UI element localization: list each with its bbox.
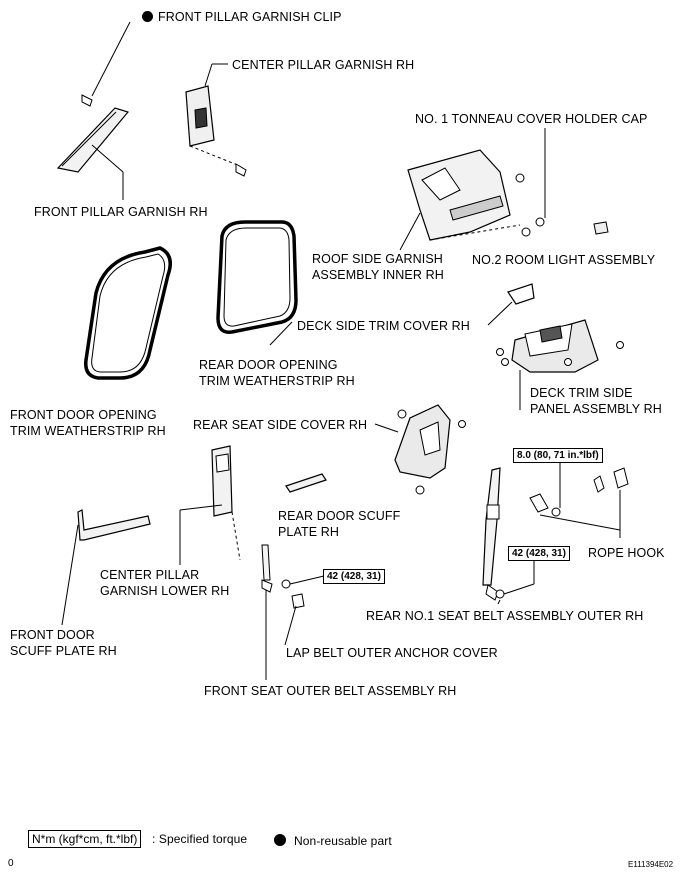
label-room-light: NO.2 ROOM LIGHT ASSEMBLY bbox=[472, 253, 656, 267]
label-rear-seat-side-cover: REAR SEAT SIDE COVER RH bbox=[193, 418, 368, 432]
label-deck-trim-side-2: PANEL ASSEMBLY RH bbox=[530, 402, 662, 416]
label-center-pillar-lower-2: GARNISH LOWER RH bbox=[100, 584, 230, 598]
leader-rope-hook bbox=[539, 514, 621, 531]
label-lap-belt-cover: LAP BELT OUTER ANCHOR COVER bbox=[286, 646, 498, 660]
room-light bbox=[593, 221, 609, 235]
rear-seat-belt bbox=[482, 467, 505, 601]
legend-non-reusable: Non-reusable part bbox=[294, 834, 392, 848]
torque-deck-rope-hook: 8.0 (80, 71 in.*lbf) bbox=[513, 448, 603, 463]
figure-id: E111394E02 bbox=[628, 860, 674, 869]
label-rear-seat-belt: REAR NO.1 SEAT BELT ASSEMBLY OUTER RH bbox=[366, 609, 644, 623]
label-center-pillar-lower-1: CENTER PILLAR bbox=[100, 568, 200, 582]
roof-side-garnish bbox=[407, 149, 545, 241]
leader-lap-belt-cover bbox=[284, 605, 297, 646]
leader-center-pillar-lower bbox=[179, 504, 223, 511]
leader-rear-door-weatherstrip bbox=[269, 321, 293, 346]
legend-dot-icon bbox=[274, 834, 286, 846]
leader-rear-seat-belt bbox=[497, 599, 501, 605]
torque-rear-belt-anchor: 42 (428, 31) bbox=[508, 546, 570, 561]
label-roof-side-garnish-2: ASSEMBLY INNER RH bbox=[312, 268, 444, 282]
center-pillar-garnish-lower bbox=[211, 445, 241, 561]
leader-rear-seat-side-cover bbox=[374, 423, 399, 433]
deck-trim-side-panel bbox=[496, 319, 624, 373]
front-door-scuff-plate bbox=[77, 509, 151, 541]
label-deck-side-trim-cover: DECK SIDE TRIM COVER RH bbox=[297, 319, 470, 333]
label-rear-door-scuff-1: REAR DOOR SCUFF bbox=[278, 509, 401, 523]
label-rear-door-scuff-2: PLATE RH bbox=[278, 525, 339, 539]
center-pillar-garnish bbox=[185, 85, 247, 177]
label-front-pillar-garnish-clip: FRONT PILLAR GARNISH CLIP bbox=[142, 9, 342, 25]
leader-front-door-scuff bbox=[61, 524, 79, 626]
legend-torque-desc: : Specified torque bbox=[152, 832, 248, 846]
leader-front-belt-torque bbox=[289, 575, 325, 585]
front-pillar-garnish bbox=[56, 21, 131, 173]
label-roof-side-garnish-1: ROOF SIDE GARNISH bbox=[312, 252, 443, 266]
label-front-seat-belt: FRONT SEAT OUTER BELT ASSEMBLY RH bbox=[204, 684, 457, 698]
page-mark: 0 bbox=[8, 858, 14, 869]
label-front-pillar-garnish: FRONT PILLAR GARNISH RH bbox=[34, 205, 208, 219]
label-rope-hook: ROPE HOOK bbox=[588, 546, 665, 560]
rear-door-scuff-plate bbox=[285, 473, 327, 493]
rope-hook-parts bbox=[529, 467, 629, 517]
front-door-weatherstrip bbox=[84, 246, 172, 380]
non-reusable-dot-icon bbox=[142, 11, 153, 22]
torque-front-belt-anchor: 42 (428, 31) bbox=[323, 569, 385, 584]
label-deck-trim-side-1: DECK TRIM SIDE bbox=[530, 386, 633, 400]
front-seat-outer-belt bbox=[261, 544, 305, 609]
label-tonneau-cover-holder-cap: NO. 1 TONNEAU COVER HOLDER CAP bbox=[415, 112, 648, 126]
label-front-pillar-garnish-clip-text: FRONT PILLAR GARNISH CLIP bbox=[158, 10, 342, 24]
label-front-door-weatherstrip-1: FRONT DOOR OPENING bbox=[10, 408, 157, 422]
legend-torque-unit: N*m (kgf*cm, ft.*lbf) bbox=[28, 830, 142, 848]
leader-center-pillar-garnish bbox=[204, 63, 213, 87]
label-rear-door-weatherstrip-1: REAR DOOR OPENING bbox=[199, 358, 338, 372]
leader-front-pillar-garnish bbox=[91, 144, 124, 173]
label-front-door-weatherstrip-2: TRIM WEATHERSTRIP RH bbox=[10, 424, 166, 438]
label-front-door-scuff-1: FRONT DOOR bbox=[10, 628, 95, 642]
label-front-door-scuff-2: SCUFF PLATE RH bbox=[10, 644, 117, 658]
leader-deck-side-trim-cover bbox=[487, 301, 513, 326]
rear-seat-side-cover bbox=[394, 404, 466, 495]
deck-side-trim-cover bbox=[507, 283, 535, 305]
label-rear-door-weatherstrip-2: TRIM WEATHERSTRIP RH bbox=[199, 374, 355, 388]
label-center-pillar-garnish: CENTER PILLAR GARNISH RH bbox=[232, 58, 415, 72]
leader-roof-side-garnish bbox=[399, 212, 421, 251]
rear-door-weatherstrip bbox=[216, 220, 298, 334]
